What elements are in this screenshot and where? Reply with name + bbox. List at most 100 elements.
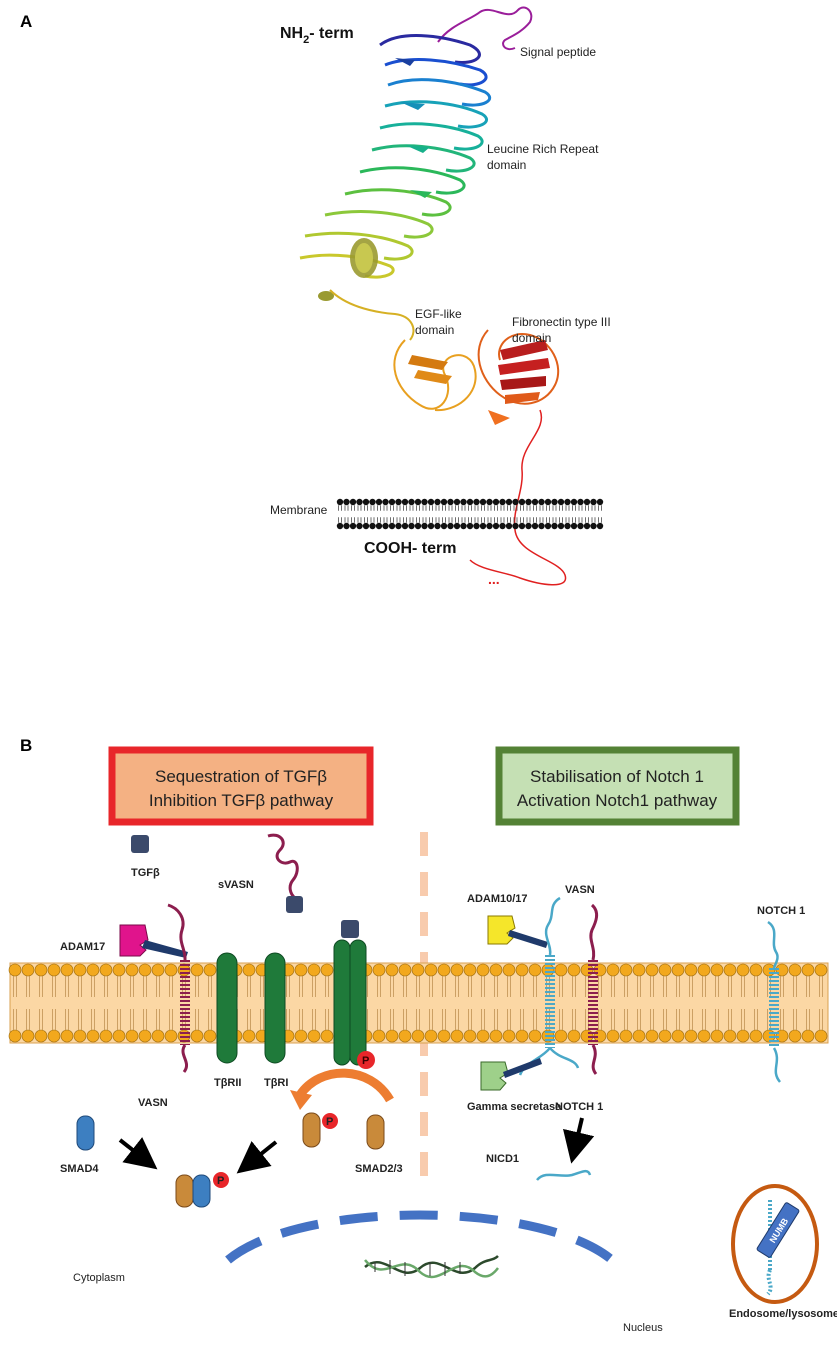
lipid-tail xyxy=(624,1009,628,1030)
lipid-head xyxy=(356,498,363,506)
lipid-head xyxy=(414,498,422,506)
lipid-head xyxy=(349,498,357,506)
vasn-right xyxy=(588,903,599,1075)
lipid-tail xyxy=(539,505,544,511)
lipid-head xyxy=(424,963,438,977)
lipid-tail xyxy=(461,505,466,511)
lipid-head xyxy=(518,522,526,530)
nuclear-envelope xyxy=(225,1210,615,1264)
lrr-label-line2: domain xyxy=(487,158,526,172)
smad23-phospho xyxy=(302,1112,321,1148)
lipid-tail xyxy=(507,1009,511,1030)
lipid-head xyxy=(437,1029,451,1043)
smad23-protein xyxy=(366,1114,385,1150)
lipid-head xyxy=(112,1029,126,1043)
lipid-head xyxy=(349,522,357,530)
notch1-top-label: NOTCH 1 xyxy=(757,905,805,917)
lipid-tail xyxy=(169,976,173,997)
lipid-head xyxy=(320,963,334,977)
lipid-tail xyxy=(39,1009,43,1030)
lipid-tail xyxy=(559,976,563,997)
lipid-head xyxy=(684,963,698,977)
lipid-head xyxy=(658,1029,672,1043)
lipid-tail xyxy=(403,1009,407,1030)
lipid-tail xyxy=(572,517,576,523)
lipid-tail xyxy=(585,505,589,511)
lipid-tail xyxy=(312,1009,316,1030)
lipid-head xyxy=(710,963,724,977)
lipid-head xyxy=(684,1029,698,1043)
lipid-head xyxy=(645,963,659,977)
lipid-tail xyxy=(208,1009,212,1030)
lipid-tail xyxy=(526,505,531,511)
lipid-tail xyxy=(481,517,485,523)
lipid-tail xyxy=(442,505,446,511)
lipid-tail xyxy=(435,517,440,523)
lipid-tail xyxy=(676,976,680,997)
lipid-head xyxy=(499,498,506,506)
lipid-head xyxy=(460,522,467,530)
smad4-label: SMAD4 xyxy=(60,1163,99,1175)
adam1017-protease xyxy=(487,915,548,948)
lipid-head xyxy=(382,498,389,506)
lipid-head xyxy=(34,1029,48,1043)
lipid-head xyxy=(658,963,672,977)
lipid-head xyxy=(538,498,545,506)
lipid-head xyxy=(372,963,386,977)
lipid-tail xyxy=(416,505,420,511)
lipid-tail xyxy=(663,1009,667,1030)
lipid-tail xyxy=(26,976,30,997)
lipid-head xyxy=(525,498,532,506)
lipid-head xyxy=(242,1029,256,1043)
lipid-head xyxy=(385,963,399,977)
lipid-tail xyxy=(377,1009,381,1030)
vasn-left-label: VASN xyxy=(138,1097,168,1109)
lipid-head xyxy=(466,498,474,506)
lipid-tail xyxy=(416,1009,420,1030)
lipid-head xyxy=(395,498,402,506)
lipid-tail xyxy=(442,1009,446,1030)
lipid-head xyxy=(375,522,383,530)
lipid-tail xyxy=(312,976,316,997)
lipid-tail xyxy=(598,517,602,523)
lipid-head xyxy=(203,1029,217,1043)
lipid-tail xyxy=(565,505,570,511)
lipid-tail xyxy=(422,505,427,511)
lipid-tail xyxy=(754,1009,758,1030)
lipid-head xyxy=(671,1029,685,1043)
lipid-tail xyxy=(585,517,589,523)
lipid-head xyxy=(486,522,493,530)
notch-stabilisation-box: Stabilisation of Notch 1 Activation Notc… xyxy=(495,746,740,826)
adam17-label: ADAM17 xyxy=(60,941,105,953)
lipid-tail xyxy=(578,517,583,523)
lipid-tail xyxy=(403,976,407,997)
lipid-head xyxy=(385,1029,399,1043)
lipid-tail xyxy=(104,1009,108,1030)
nicd1-label: NICD1 xyxy=(486,1153,519,1165)
lipid-tail xyxy=(195,1009,199,1030)
lipid-tail xyxy=(390,1009,394,1030)
nicd1-fragment xyxy=(536,1169,592,1181)
tgfb-sequestration-box: Sequestration of TGFβ Inhibition TGFβ pa… xyxy=(108,746,374,826)
lipid-head xyxy=(47,1029,61,1043)
lipid-head xyxy=(47,963,61,977)
egf-label-line1: EGF-like xyxy=(415,307,462,321)
numb-protein: NUMB xyxy=(756,1202,800,1258)
lipid-tail xyxy=(396,505,401,511)
fn3-domain-ribbon xyxy=(477,329,560,425)
nicd1-arrow xyxy=(563,1117,595,1164)
fn3-label-line1: Fibronectin type III xyxy=(512,315,611,329)
lipid-tail xyxy=(494,505,498,511)
lipid-tail xyxy=(500,517,505,523)
lipid-head xyxy=(590,522,597,530)
lipid-head xyxy=(453,522,461,530)
lipid-tail xyxy=(390,505,394,511)
lipid-head xyxy=(408,498,415,506)
lipid-tail xyxy=(26,1009,30,1030)
lipid-tail xyxy=(52,976,56,997)
lipid-tail xyxy=(552,505,557,511)
lipid-head xyxy=(476,963,490,977)
tgfb-label: TGFβ xyxy=(131,867,160,879)
lipid-head xyxy=(447,498,454,506)
smad23-phospho-label: P xyxy=(326,1116,333,1128)
